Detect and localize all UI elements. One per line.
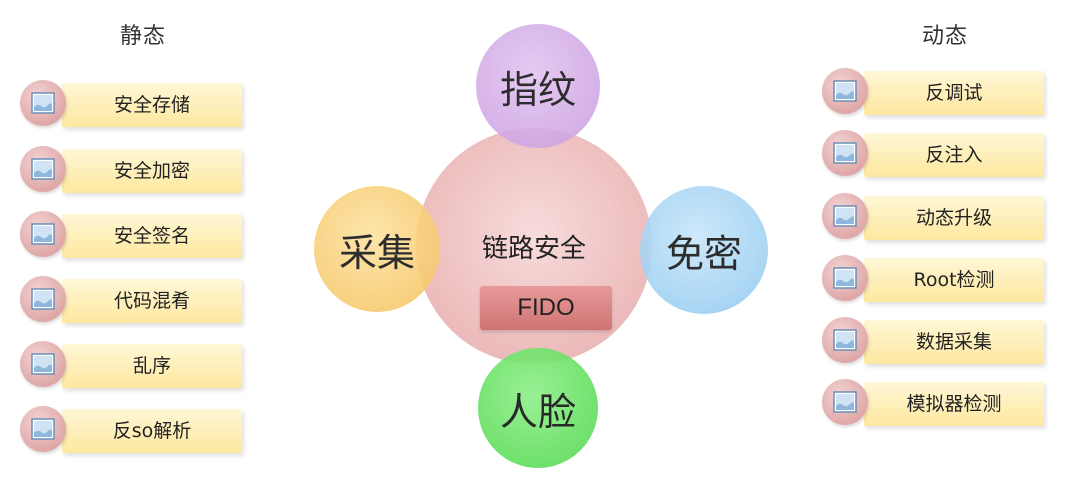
image-icon: [833, 205, 857, 227]
item-bar: [864, 71, 1044, 115]
item-badge: [822, 255, 868, 301]
item-badge: [822, 379, 868, 425]
image-icon: [31, 158, 55, 180]
item-label: 乱序: [132, 355, 171, 377]
item-bar: [864, 320, 1044, 364]
item-label: 动态升级: [915, 207, 992, 229]
dynamic-item: 模拟器检测: [822, 379, 1052, 429]
item-label: 安全签名: [113, 225, 190, 247]
image-icon: [31, 223, 55, 245]
bottom-circle: 人脸: [478, 348, 598, 468]
item-label: 数据采集: [915, 331, 992, 353]
dynamic-item: 反调试: [822, 68, 1052, 118]
static-item: 安全加密: [20, 146, 250, 196]
item-badge: [20, 211, 66, 257]
static-item: 安全存储: [20, 80, 250, 130]
image-icon: [833, 329, 857, 351]
item-label: 反注入: [925, 144, 983, 166]
static-item: 乱序: [20, 341, 250, 391]
top-circle-label: 指纹: [499, 67, 576, 112]
top-circle: 指纹: [476, 24, 600, 148]
item-label: 反so解析: [112, 420, 192, 442]
dynamic-item: 反注入: [822, 130, 1052, 180]
item-bar: [864, 258, 1044, 302]
image-icon: [31, 418, 55, 440]
dynamic-column: 动态 反调试 反注入 动态升级: [822, 0, 1062, 493]
item-badge: [822, 193, 868, 239]
item-bar: [62, 409, 242, 453]
item-badge: [20, 80, 66, 126]
static-item: 安全签名: [20, 211, 250, 261]
dynamic-item: 动态升级: [822, 193, 1052, 243]
image-icon: [31, 92, 55, 114]
item-bar: [62, 83, 242, 127]
item-bar: [62, 279, 242, 323]
item-label: 安全加密: [113, 160, 190, 182]
image-icon: [31, 353, 55, 375]
center-title: 链路安全: [481, 234, 586, 264]
item-bar: [62, 214, 242, 258]
right-circle: 免密: [640, 186, 768, 314]
item-bar: [864, 196, 1044, 240]
item-badge: [822, 68, 868, 114]
left-circle: 采集: [314, 186, 440, 312]
image-icon: [833, 80, 857, 102]
image-icon: [833, 267, 857, 289]
item-bar: [62, 344, 242, 388]
item-label: 安全存储: [113, 94, 190, 116]
item-label: 代码混肴: [113, 290, 190, 312]
item-bar: [864, 382, 1044, 426]
item-bar: [864, 133, 1044, 177]
image-icon: [31, 288, 55, 310]
static-column: 静态 安全存储 安全加密 安全签名: [20, 0, 260, 493]
right-circle-label: 免密: [665, 231, 742, 276]
fido-label: FIDO: [517, 294, 575, 321]
item-bar: [62, 149, 242, 193]
item-label: Root检测: [913, 269, 995, 291]
image-icon: [833, 142, 857, 164]
fido-badge: FIDO: [480, 286, 612, 330]
item-badge: [20, 276, 66, 322]
static-item: 反so解析: [20, 406, 250, 456]
item-badge: [20, 406, 66, 452]
dynamic-item: 数据采集: [822, 317, 1052, 367]
bottom-circle-label: 人脸: [499, 389, 576, 434]
image-icon: [833, 391, 857, 413]
static-title: 静态: [120, 24, 167, 49]
item-badge: [20, 146, 66, 192]
item-label: 反调试: [925, 82, 983, 104]
left-circle-label: 采集: [338, 230, 415, 275]
dynamic-item: Root检测: [822, 255, 1052, 305]
dynamic-title: 动态: [922, 24, 969, 49]
static-item: 代码混肴: [20, 276, 250, 326]
item-label: 模拟器检测: [906, 393, 1002, 415]
item-badge: [20, 341, 66, 387]
item-badge: [822, 130, 868, 176]
item-badge: [822, 317, 868, 363]
